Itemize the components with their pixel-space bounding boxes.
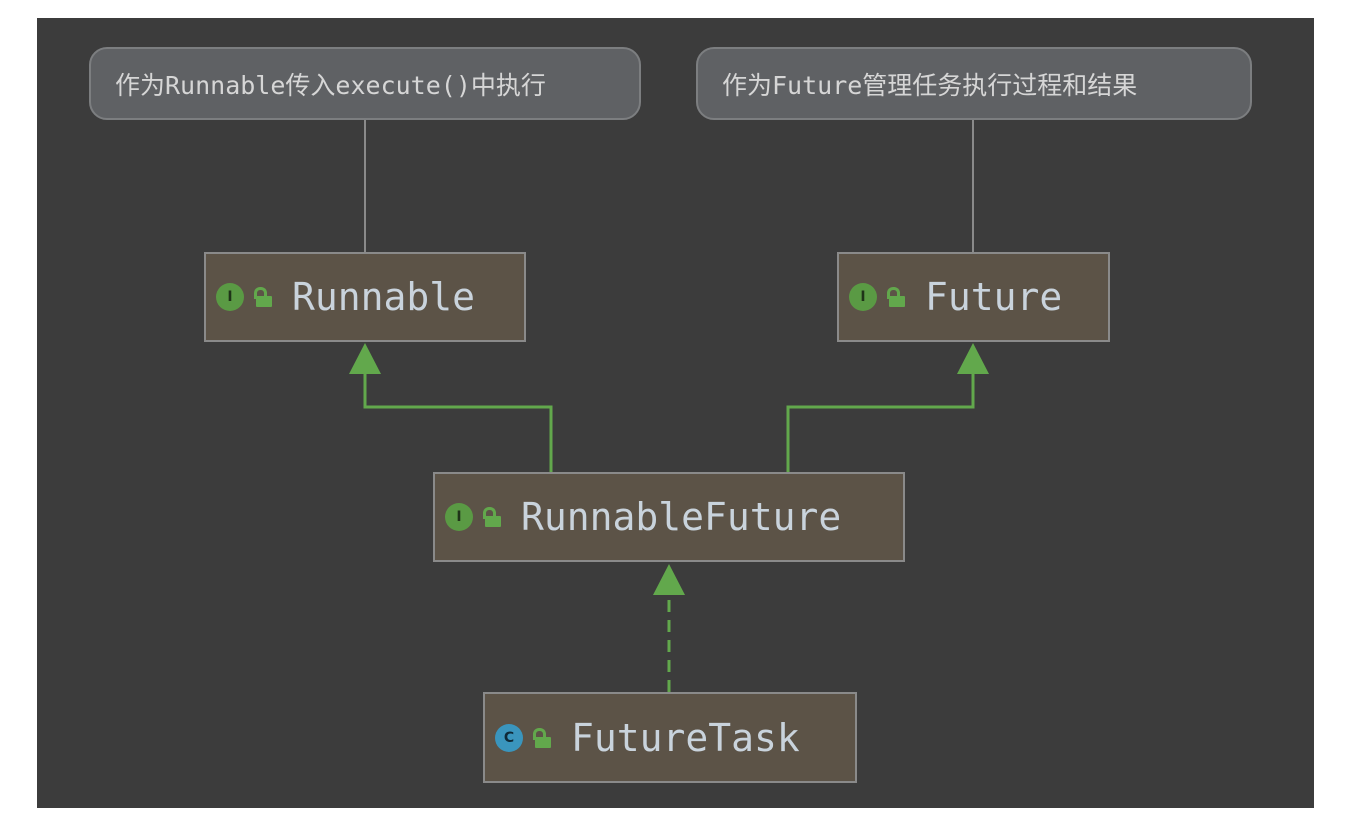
node-runnable[interactable]: I Runnable: [204, 252, 526, 342]
arrowhead-runnablefuture: [653, 564, 685, 595]
note-future: 作为Future管理任务执行过程和结果: [696, 47, 1252, 120]
open-lock-icon: [252, 285, 274, 309]
interface-icon: I: [445, 503, 473, 531]
node-runnable-future[interactable]: I RunnableFuture: [433, 472, 905, 562]
arrowhead-runnable: [349, 343, 381, 374]
edge-runnablefuture-to-runnable: [363, 372, 553, 472]
interface-icon: I: [849, 283, 877, 311]
edge-runnablefuture-to-future: [786, 372, 975, 472]
node-future-label: Future: [925, 275, 1063, 319]
class-icon: C: [495, 723, 523, 752]
open-lock-icon: [531, 726, 553, 750]
open-lock-icon: [481, 505, 503, 529]
note-runnable-text: 作为Runnable传入execute()中执行: [115, 70, 546, 100]
note-runnable: 作为Runnable传入execute()中执行: [89, 47, 641, 120]
open-lock-icon: [885, 285, 907, 309]
interface-icon: I: [216, 283, 244, 311]
arrowhead-future: [957, 343, 989, 374]
node-runnable-label: Runnable: [292, 275, 476, 319]
node-runnable-future-label: RunnableFuture: [521, 495, 842, 539]
note-future-text: 作为Future管理任务执行过程和结果: [722, 70, 1138, 100]
node-future-task[interactable]: C FutureTask: [483, 692, 857, 783]
node-future[interactable]: I Future: [837, 252, 1110, 342]
diagram-background: [37, 18, 1314, 808]
node-future-task-label: FutureTask: [571, 715, 800, 760]
